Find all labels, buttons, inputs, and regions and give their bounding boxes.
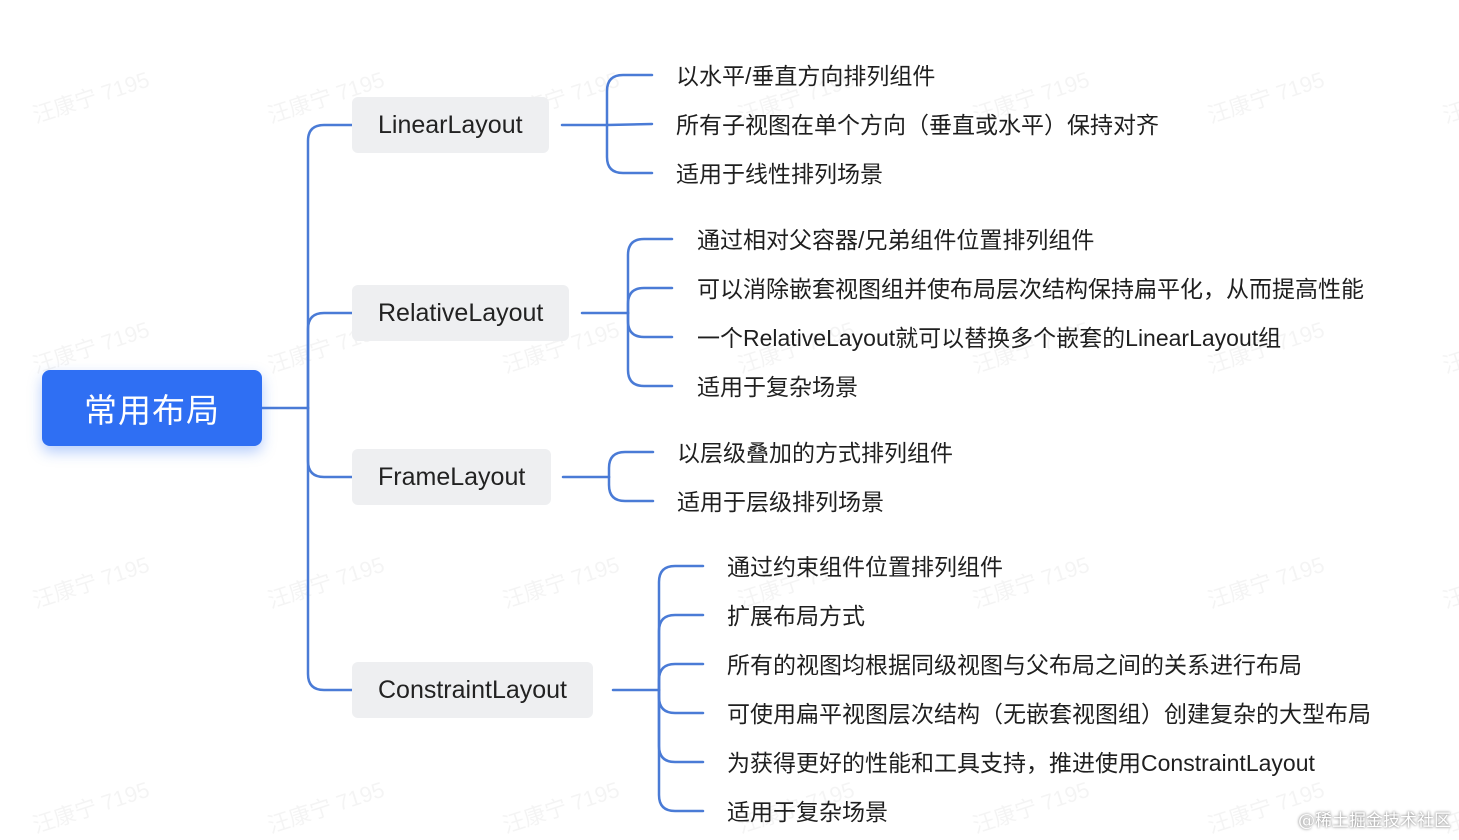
connector-line <box>306 406 354 479</box>
branch-node-framelayout[interactable]: FrameLayout <box>352 449 552 505</box>
leaf-item[interactable]: 扩展布局方式 <box>727 603 865 629</box>
leaf-item[interactable]: 通过约束组件位置排列组件 <box>727 554 1003 580</box>
leaf-item[interactable]: 所有子视图在单个方向（垂直或水平）保持对齐 <box>676 112 1159 138</box>
site-watermark: @稀土掘金技术社区 <box>1298 811 1451 831</box>
leaf-item[interactable]: 为获得更好的性能和工具支持，推进使用ConstraintLayout <box>727 750 1315 776</box>
branch-node-constraintlayout[interactable]: ConstraintLayout <box>352 662 594 718</box>
leaf-item[interactable]: 以层级叠加的方式排列组件 <box>677 440 953 466</box>
leaf-item[interactable]: 以水平/垂直方向排列组件 <box>676 63 936 89</box>
leaf-item[interactable]: 所有的视图均根据同级视图与父布局之间的关系进行布局 <box>727 652 1302 678</box>
connector-line <box>657 564 705 692</box>
connector-line <box>306 311 354 410</box>
root-label: 常用布局 <box>84 392 220 429</box>
leaf-item[interactable]: 可以消除嵌套视图组并使布局层次结构保持扁平化，从而提高性能 <box>697 276 1364 302</box>
leaf-item[interactable]: 通过相对父容器/兄弟组件位置排列组件 <box>697 227 1095 253</box>
connector-line <box>607 475 655 503</box>
connector-line <box>605 73 654 127</box>
connector-line <box>306 123 354 410</box>
leaf-item[interactable]: 可使用扁平视图层次结构（无嵌套视图组）创建复杂的大型布局 <box>727 701 1371 727</box>
connector-line <box>657 613 705 692</box>
branch-node-linearlayout[interactable]: LinearLayout <box>352 97 549 153</box>
leaf-item[interactable]: 一个RelativeLayout就可以替换多个嵌套的LinearLayout组 <box>697 325 1282 351</box>
branch-label: RelativeLayout <box>378 298 544 327</box>
root-node[interactable]: 常用布局 <box>42 370 262 446</box>
connector-line <box>626 286 674 315</box>
connector-line <box>605 122 654 127</box>
connector-line <box>657 688 705 715</box>
leaf-item[interactable]: 适用于复杂场景 <box>697 374 858 400</box>
connector-line <box>626 311 674 339</box>
branch-label: LinearLayout <box>378 110 523 139</box>
connector-line <box>306 406 354 692</box>
connector-line <box>657 688 705 813</box>
connector-line <box>626 311 674 388</box>
branch-label: ConstraintLayout <box>378 675 568 704</box>
connector-line <box>607 450 655 479</box>
connector-line <box>657 662 705 692</box>
leaf-item[interactable]: 适用于复杂场景 <box>727 799 888 825</box>
connector-line <box>626 237 674 315</box>
branch-label: FrameLayout <box>378 462 526 491</box>
branch-node-relativelayout[interactable]: RelativeLayout <box>352 285 570 341</box>
leaf-item[interactable]: 适用于层级排列场景 <box>677 489 884 515</box>
connector-line <box>605 123 654 175</box>
connector-line <box>657 688 705 764</box>
leaf-item[interactable]: 适用于线性排列场景 <box>676 161 883 187</box>
